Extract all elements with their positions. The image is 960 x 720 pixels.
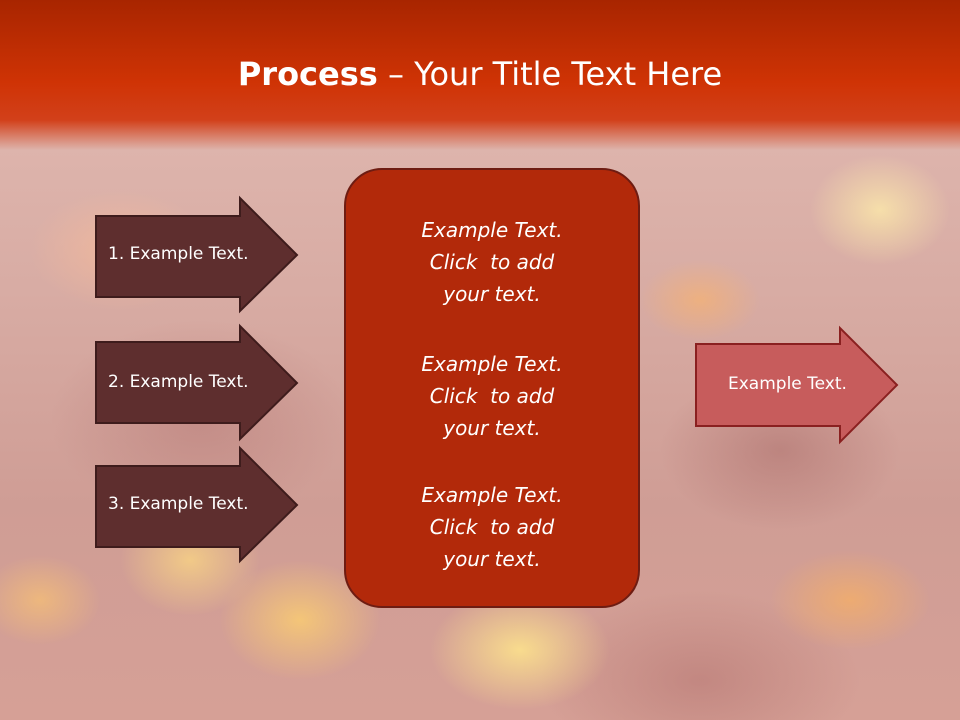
step-arrow-3-shape	[95, 445, 299, 564]
step-arrow-3-label: 3. Example Text.	[108, 494, 249, 514]
text-block-3-line-2: Click to add	[429, 515, 555, 539]
step-arrow-2-shape	[95, 323, 299, 442]
text-block-1: Example Text. Click to add your text.	[346, 214, 638, 310]
title-bold: Process	[237, 55, 378, 93]
title-rest: – Your Title Text Here	[377, 55, 723, 93]
title-bar	[0, 0, 960, 150]
center-text-box[interactable]: Example Text. Click to add your text. Ex…	[344, 168, 640, 608]
step-arrow-2[interactable]: 2. Example Text.	[95, 323, 299, 442]
text-block-2: Example Text. Click to add your text.	[346, 348, 638, 444]
step-arrow-1-shape	[95, 195, 299, 314]
text-block-1-line-1: Example Text.	[421, 218, 563, 242]
output-arrow-label: Example Text.	[728, 374, 847, 394]
text-block-2-line-1: Example Text.	[421, 352, 563, 376]
step-arrow-2-label: 2. Example Text.	[108, 372, 249, 392]
step-arrow-1-label: 1. Example Text.	[108, 244, 249, 264]
output-arrow-shape	[695, 325, 899, 445]
text-block-3-line-3: your text.	[443, 547, 541, 571]
text-block-2-line-3: your text.	[443, 416, 541, 440]
text-block-3-line-1: Example Text.	[421, 483, 563, 507]
slide-title[interactable]: Process – Your Title Text Here	[0, 52, 960, 96]
text-block-3: Example Text. Click to add your text.	[346, 479, 638, 575]
step-arrow-3[interactable]: 3. Example Text.	[95, 445, 299, 564]
output-arrow[interactable]: Example Text.	[695, 325, 899, 445]
step-arrow-1[interactable]: 1. Example Text.	[95, 195, 299, 314]
text-block-2-line-2: Click to add	[429, 384, 555, 408]
text-block-1-line-2: Click to add	[429, 250, 555, 274]
text-block-1-line-3: your text.	[443, 282, 541, 306]
